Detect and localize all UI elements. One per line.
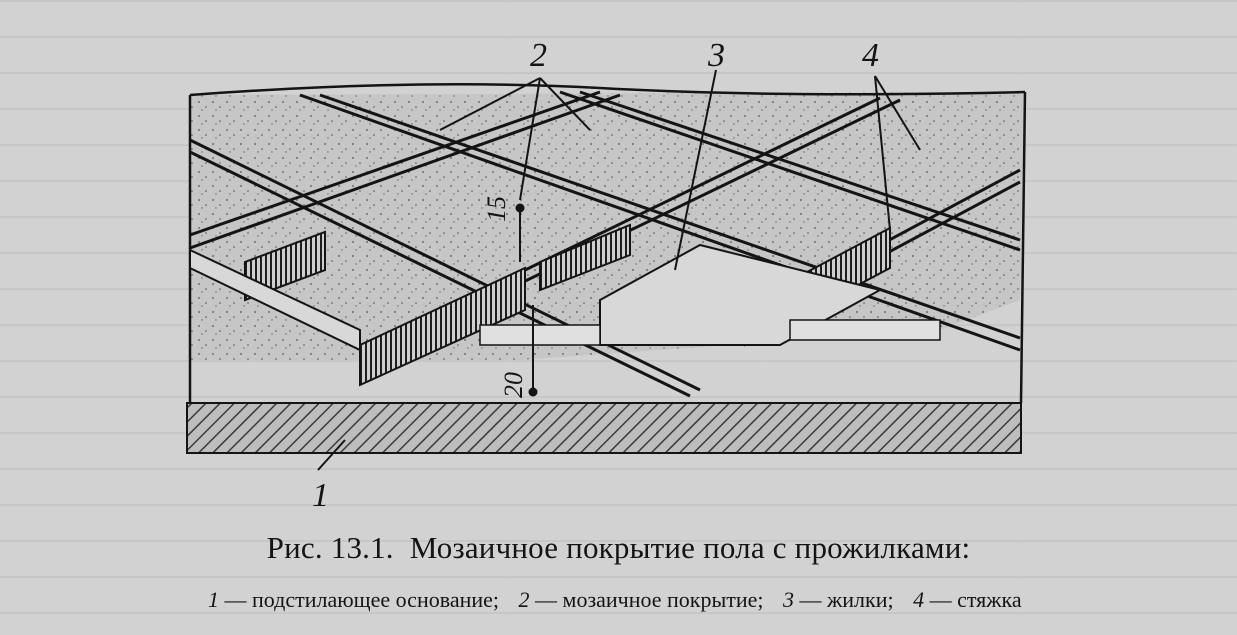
screed-band (479, 324, 601, 346)
dim-top: 15 (482, 196, 511, 222)
legend-text: подстилающее основание; (252, 587, 500, 612)
legend-dash: — (799, 587, 822, 612)
caption-number: 13.1. (330, 530, 394, 565)
vein-grid (189, 90, 1021, 398)
dimension-marks (515, 203, 538, 397)
base-layer (186, 402, 1022, 454)
legend-dash: — (929, 587, 952, 612)
legend-item: 1 — подстилающее основание; (208, 587, 519, 612)
figure-legend: 1 — подстилающее основание; 2 — мозаично… (208, 587, 1218, 613)
legend-text: жилки; (827, 587, 894, 612)
vein-strip-center (359, 266, 526, 387)
legend-key: 1 (208, 587, 219, 612)
mosaic-top-edge (189, 83, 1026, 97)
legend-text: стяжка (957, 587, 1022, 612)
caption-prefix: Рис. (266, 530, 323, 565)
legend-dash: — (535, 587, 558, 612)
label-screed: 4 (862, 37, 879, 74)
label-mosaic: 2 (530, 37, 547, 74)
floor-diagram: 1 2 3 4 15 20 (186, 37, 1027, 514)
legend-key: 4 (913, 587, 925, 612)
figure-caption: Рис. 13.1. Мозаичное покрытие пола с про… (0, 530, 1237, 566)
caption-title: Мозаичное покрытие пола с прожилками: (409, 530, 971, 565)
legend-item: 4 — стяжка (913, 587, 1022, 612)
legend-dash: — (224, 587, 247, 612)
legend-key: 3 (783, 587, 795, 612)
legend-key: 2 (518, 587, 530, 612)
label-veins: 3 (707, 37, 725, 74)
label-base: 1 (312, 477, 329, 514)
legend-item: 2 — мозаичное покрытие; (519, 587, 784, 612)
right-edge (1019, 91, 1027, 404)
dim-bottom: 20 (499, 372, 528, 398)
vein-strip-mid (539, 223, 631, 292)
screed-band-right (789, 319, 941, 341)
leader-lines (317, 69, 921, 471)
legend-item: 3 — жилки; (783, 587, 913, 612)
legend-text: мозаичное покрытие; (562, 587, 764, 612)
left-channel (189, 248, 361, 352)
